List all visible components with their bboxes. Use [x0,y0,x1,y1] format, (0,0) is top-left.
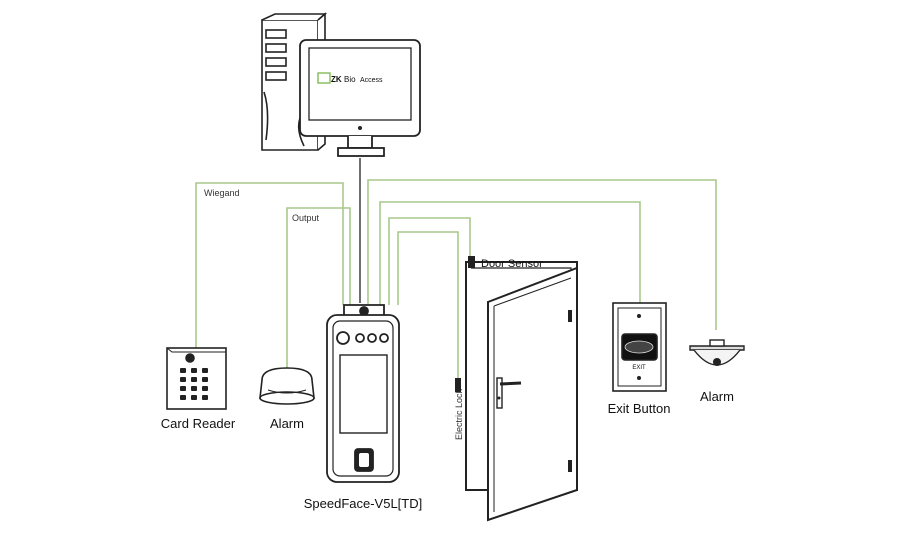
wire-output [286,207,351,368]
electric-lock-icon [455,378,461,392]
terminal-label: SpeedFace-V5L[TD] [304,496,423,511]
door-device [465,261,578,522]
exit-button-device [612,302,667,392]
wire-alarm-right [367,179,717,330]
monitor [299,39,421,157]
software-logo-bio: Bio [344,75,356,84]
wire-exit-button [379,201,641,305]
electric-lock-label: Electric Lock [454,388,464,440]
software-logo: ZK Bio Access [317,72,383,84]
wiegand-label: Wiegand [204,188,240,198]
alarm-siren-device [259,367,315,405]
wire-electric-lock [397,231,459,385]
output-label: Output [292,213,320,223]
door-sensor-icon [468,256,475,268]
terminal-device [326,304,400,483]
alarm-right-label: Alarm [700,389,734,404]
card-reader-device [166,347,227,410]
wire-wiegand [195,182,344,348]
card-reader-label: Card Reader [161,416,236,431]
door-sensor-label: Door Sensor [481,258,543,270]
alarm-ceiling-device [689,339,745,366]
alarm-left-label: Alarm [270,416,304,431]
wire-door-sensor [388,217,471,305]
wires [195,179,717,385]
exit-button-text: EXIT [632,365,646,371]
exit-button-label: Exit Button [608,401,671,416]
software-logo-zk: ZK [331,75,342,84]
software-logo-access: Access [360,77,383,84]
